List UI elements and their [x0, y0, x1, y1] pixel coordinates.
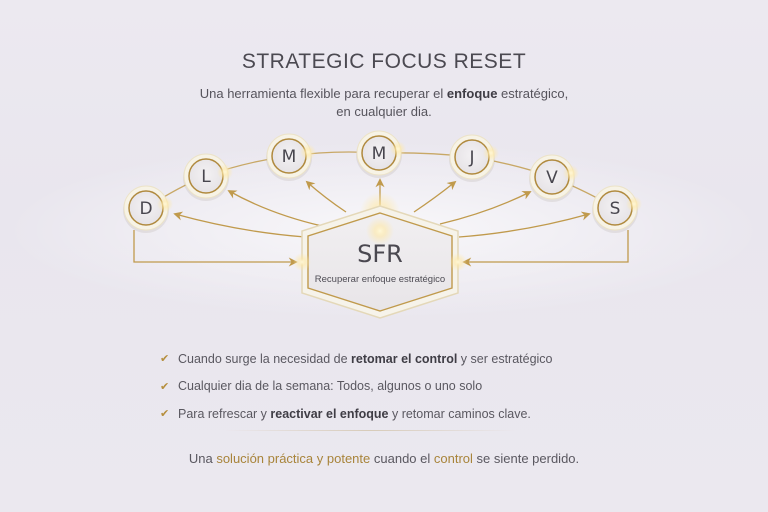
divider — [225, 430, 515, 431]
benefits-list: ✔ Cuando surge la necesidad de retomar e… — [160, 345, 620, 428]
page-title: STRATEGIC FOCUS RESET — [241, 50, 527, 73]
subtitle-text: Una herramienta flexible para recuperar … — [199, 86, 447, 101]
day-circles: D L M M J V S — [123, 130, 642, 233]
sfr-title: SFR — [357, 240, 403, 268]
day-label: J — [468, 148, 474, 168]
arrow-to-v — [439, 191, 532, 225]
arrow-to-s — [458, 211, 591, 238]
benefit-item: ✔ Cuando surge la necesidad de retomar e… — [160, 351, 553, 366]
checkmark-icon: ✔ — [160, 380, 170, 393]
day-circle-l-1: L — [183, 153, 233, 201]
subtitle-line2: en cualquier dia. — [336, 104, 432, 119]
arrows — [133, 178, 629, 267]
arrow-to-d — [173, 211, 306, 238]
day-label: L — [201, 167, 211, 187]
benefit-item: ✔ Para refrescar y reactivar el enfoque … — [160, 406, 531, 421]
sfr-hexagon: SFR Recuperar enfoque estratégico — [293, 192, 467, 319]
subtitle-emphasis: enfoque — [446, 86, 498, 101]
day-circle-v-5: V — [529, 154, 579, 202]
bracket-right — [462, 230, 629, 267]
day-label: M — [282, 147, 297, 167]
day-label: D — [139, 199, 152, 219]
day-circle-m-3: M — [356, 130, 406, 178]
day-circle-j-4: J — [449, 134, 499, 182]
day-label: S — [610, 199, 621, 219]
arrow-to-l — [227, 190, 323, 227]
benefit-item: ✔ Cualquier dia de la semana: Todos, alg… — [160, 379, 483, 394]
sfr-subtitle: Recuperar enfoque estratégico — [315, 274, 445, 285]
day-circle-m-2: M — [266, 133, 316, 181]
checkmark-icon: ✔ — [160, 353, 170, 366]
bracket-left — [133, 230, 298, 267]
page-subtitle: Una herramienta flexible para recuperar … — [0, 85, 768, 121]
footer-tagline: Una solución práctica y potente cuando e… — [188, 451, 580, 466]
day-circle-d-0: D — [123, 185, 173, 233]
day-label: V — [546, 168, 558, 188]
subtitle-text-end: estratégico, — [497, 86, 569, 101]
arrow-to-j — [413, 180, 457, 213]
checkmark-icon: ✔ — [160, 408, 170, 421]
day-circle-s-6: S — [592, 185, 642, 233]
arrow-to-m1 — [305, 180, 347, 213]
day-label: M — [372, 144, 387, 164]
